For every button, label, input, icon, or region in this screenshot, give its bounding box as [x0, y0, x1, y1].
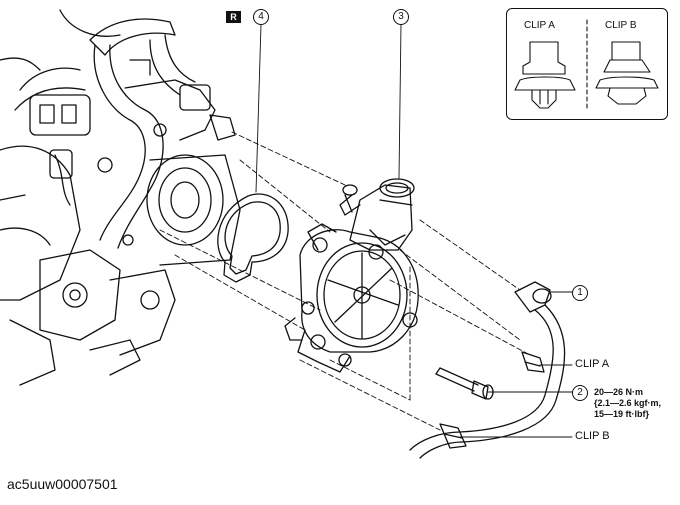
dashed-guide-lines	[159, 131, 531, 431]
engine-block	[0, 9, 241, 386]
bolt-part-2	[435, 367, 494, 400]
gasket-part-4	[217, 193, 289, 283]
clip-a-inset-title: CLIP A	[524, 20, 555, 31]
hose-part-1	[409, 281, 566, 459]
callout-1: 1	[572, 285, 588, 301]
r-badge: R	[226, 11, 241, 23]
callout-4: 4	[253, 9, 269, 25]
clip-b-inset-title: CLIP B	[605, 20, 637, 31]
clip-a-label: CLIP A	[575, 358, 610, 370]
clip-inset-drawings	[514, 19, 659, 109]
callout-3: 3	[393, 9, 409, 25]
callout-2: 2	[572, 385, 588, 401]
clip-inset-box	[506, 8, 668, 120]
clip-b-label: CLIP B	[575, 430, 610, 442]
leader-lines	[255, 23, 575, 438]
torque-spec: 20—26 N·m {2.1—2.6 kgf·m, 15—19 ft·lbf}	[594, 387, 662, 419]
water-pump	[284, 223, 419, 373]
figure-id: ac5uuw00007501	[7, 476, 118, 492]
outlet-part-3	[339, 178, 415, 251]
